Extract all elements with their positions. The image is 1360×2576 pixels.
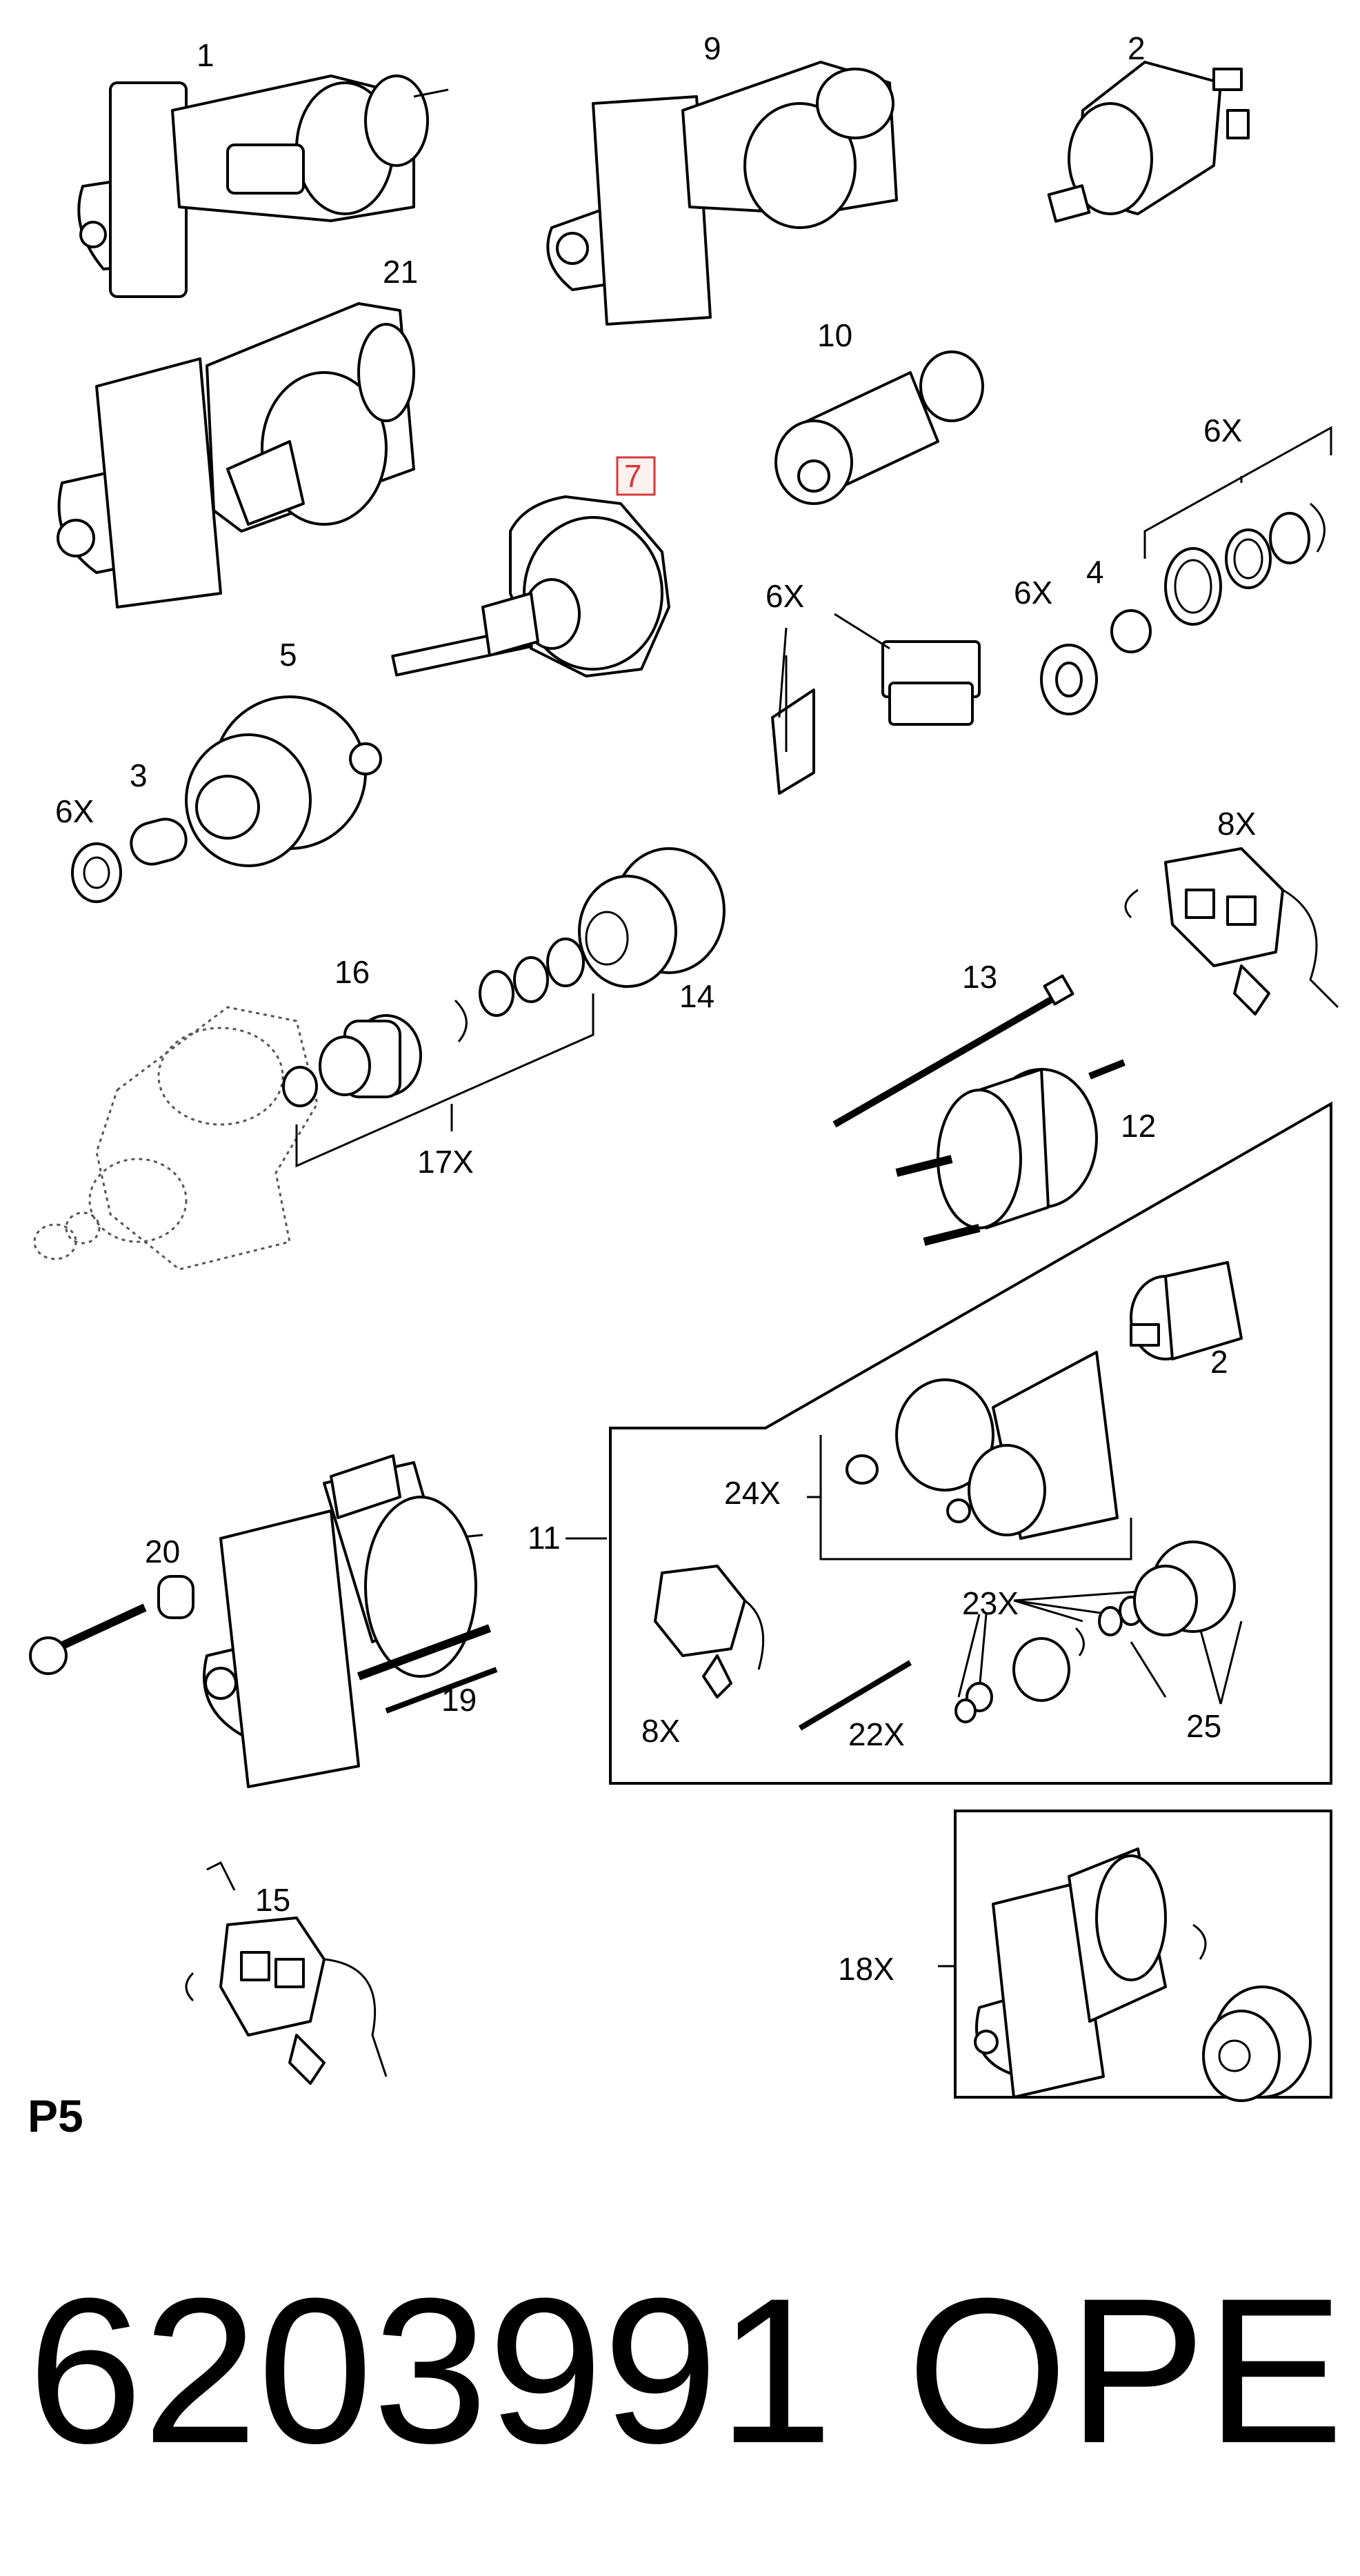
- part-10-pinion: [774, 350, 984, 505]
- part-6x-brush-holder: [771, 640, 981, 795]
- callout-14: 14: [679, 978, 714, 1014]
- callout-19: 19: [441, 1682, 477, 1718]
- leader-lines: [295, 426, 1332, 1968]
- callout-24x: 24X: [724, 1475, 781, 1511]
- callout-15: 15: [255, 1882, 290, 1918]
- callout-4: 4: [1086, 554, 1104, 590]
- callout-6x: 6X: [1014, 575, 1052, 611]
- callout-25: 25: [1186, 1708, 1221, 1744]
- callout-8x: 8X: [641, 1713, 680, 1749]
- callout-7-highlight-box: [616, 456, 656, 496]
- part-15-brush-plate: [185, 1861, 388, 2085]
- part-9-starter: [546, 61, 898, 326]
- part-21-starter: [57, 302, 415, 608]
- part-11-kit-box: [609, 1101, 1332, 1785]
- callout-2: 2: [1128, 30, 1146, 66]
- part-20-bolt: [29, 1575, 194, 1675]
- part-6x-washer-left: [71, 842, 122, 903]
- callout-5: 5: [279, 637, 297, 673]
- callout-6x: 6X: [766, 578, 804, 614]
- part-7-armature: [391, 495, 670, 677]
- callout-18x: 18X: [838, 1951, 894, 1987]
- part-17x-rings: [454, 938, 585, 1042]
- callout-labels: 1 9 2 21 10 6X 7 6X 6X 4 5 3 6X 8X 16 14…: [55, 30, 1256, 1987]
- callout-23x: 23X: [962, 1585, 1019, 1621]
- part-number: 6203991: [28, 2255, 833, 2486]
- part-2-solenoid: [1047, 61, 1250, 223]
- callout-7: 7: [624, 458, 642, 494]
- part-2-solenoid-lower: [1130, 1261, 1243, 1360]
- callout-11: 11: [528, 1520, 561, 1556]
- dotted-starter-outline: [33, 1006, 319, 1271]
- part-16-pinion: [282, 1014, 422, 1107]
- part-5-drive: [185, 695, 382, 867]
- callout-16: 16: [334, 954, 370, 990]
- callout-6x: 6X: [55, 793, 94, 829]
- page-label: P5: [28, 2090, 83, 2141]
- callout-12: 12: [1121, 1108, 1156, 1144]
- brand-name: OPEL: [907, 2255, 1360, 2486]
- callout-6x: 6X: [1203, 413, 1242, 448]
- callout-22x: 22X: [848, 1716, 905, 1752]
- part-13-bolt: [832, 974, 1074, 1128]
- callout-8x: 8X: [1217, 806, 1256, 842]
- part-3-sleeve: [130, 818, 188, 866]
- callout-3: 3: [130, 757, 148, 793]
- part-18x-kit-box: [954, 1810, 1332, 2102]
- callout-20: 20: [145, 1534, 180, 1569]
- callout-1: 1: [197, 37, 214, 73]
- part-11-main-starter: [203, 1454, 477, 1788]
- part-12-solenoid: [895, 1059, 1126, 1246]
- callout-13: 13: [962, 959, 997, 995]
- part-1-starter: [77, 75, 449, 298]
- callout-2: 2: [1210, 1344, 1228, 1380]
- callout-21: 21: [383, 254, 418, 290]
- part-4-bushing: [1040, 609, 1152, 715]
- part-6x-rings-top: [1164, 502, 1326, 626]
- part-8x-brush-plate: [1124, 847, 1339, 1015]
- callout-9: 9: [703, 30, 721, 66]
- part-14-housing: [578, 847, 726, 988]
- part-19-studs: [357, 1624, 498, 1714]
- callout-17x: 17X: [417, 1144, 474, 1180]
- callout-10: 10: [817, 317, 852, 353]
